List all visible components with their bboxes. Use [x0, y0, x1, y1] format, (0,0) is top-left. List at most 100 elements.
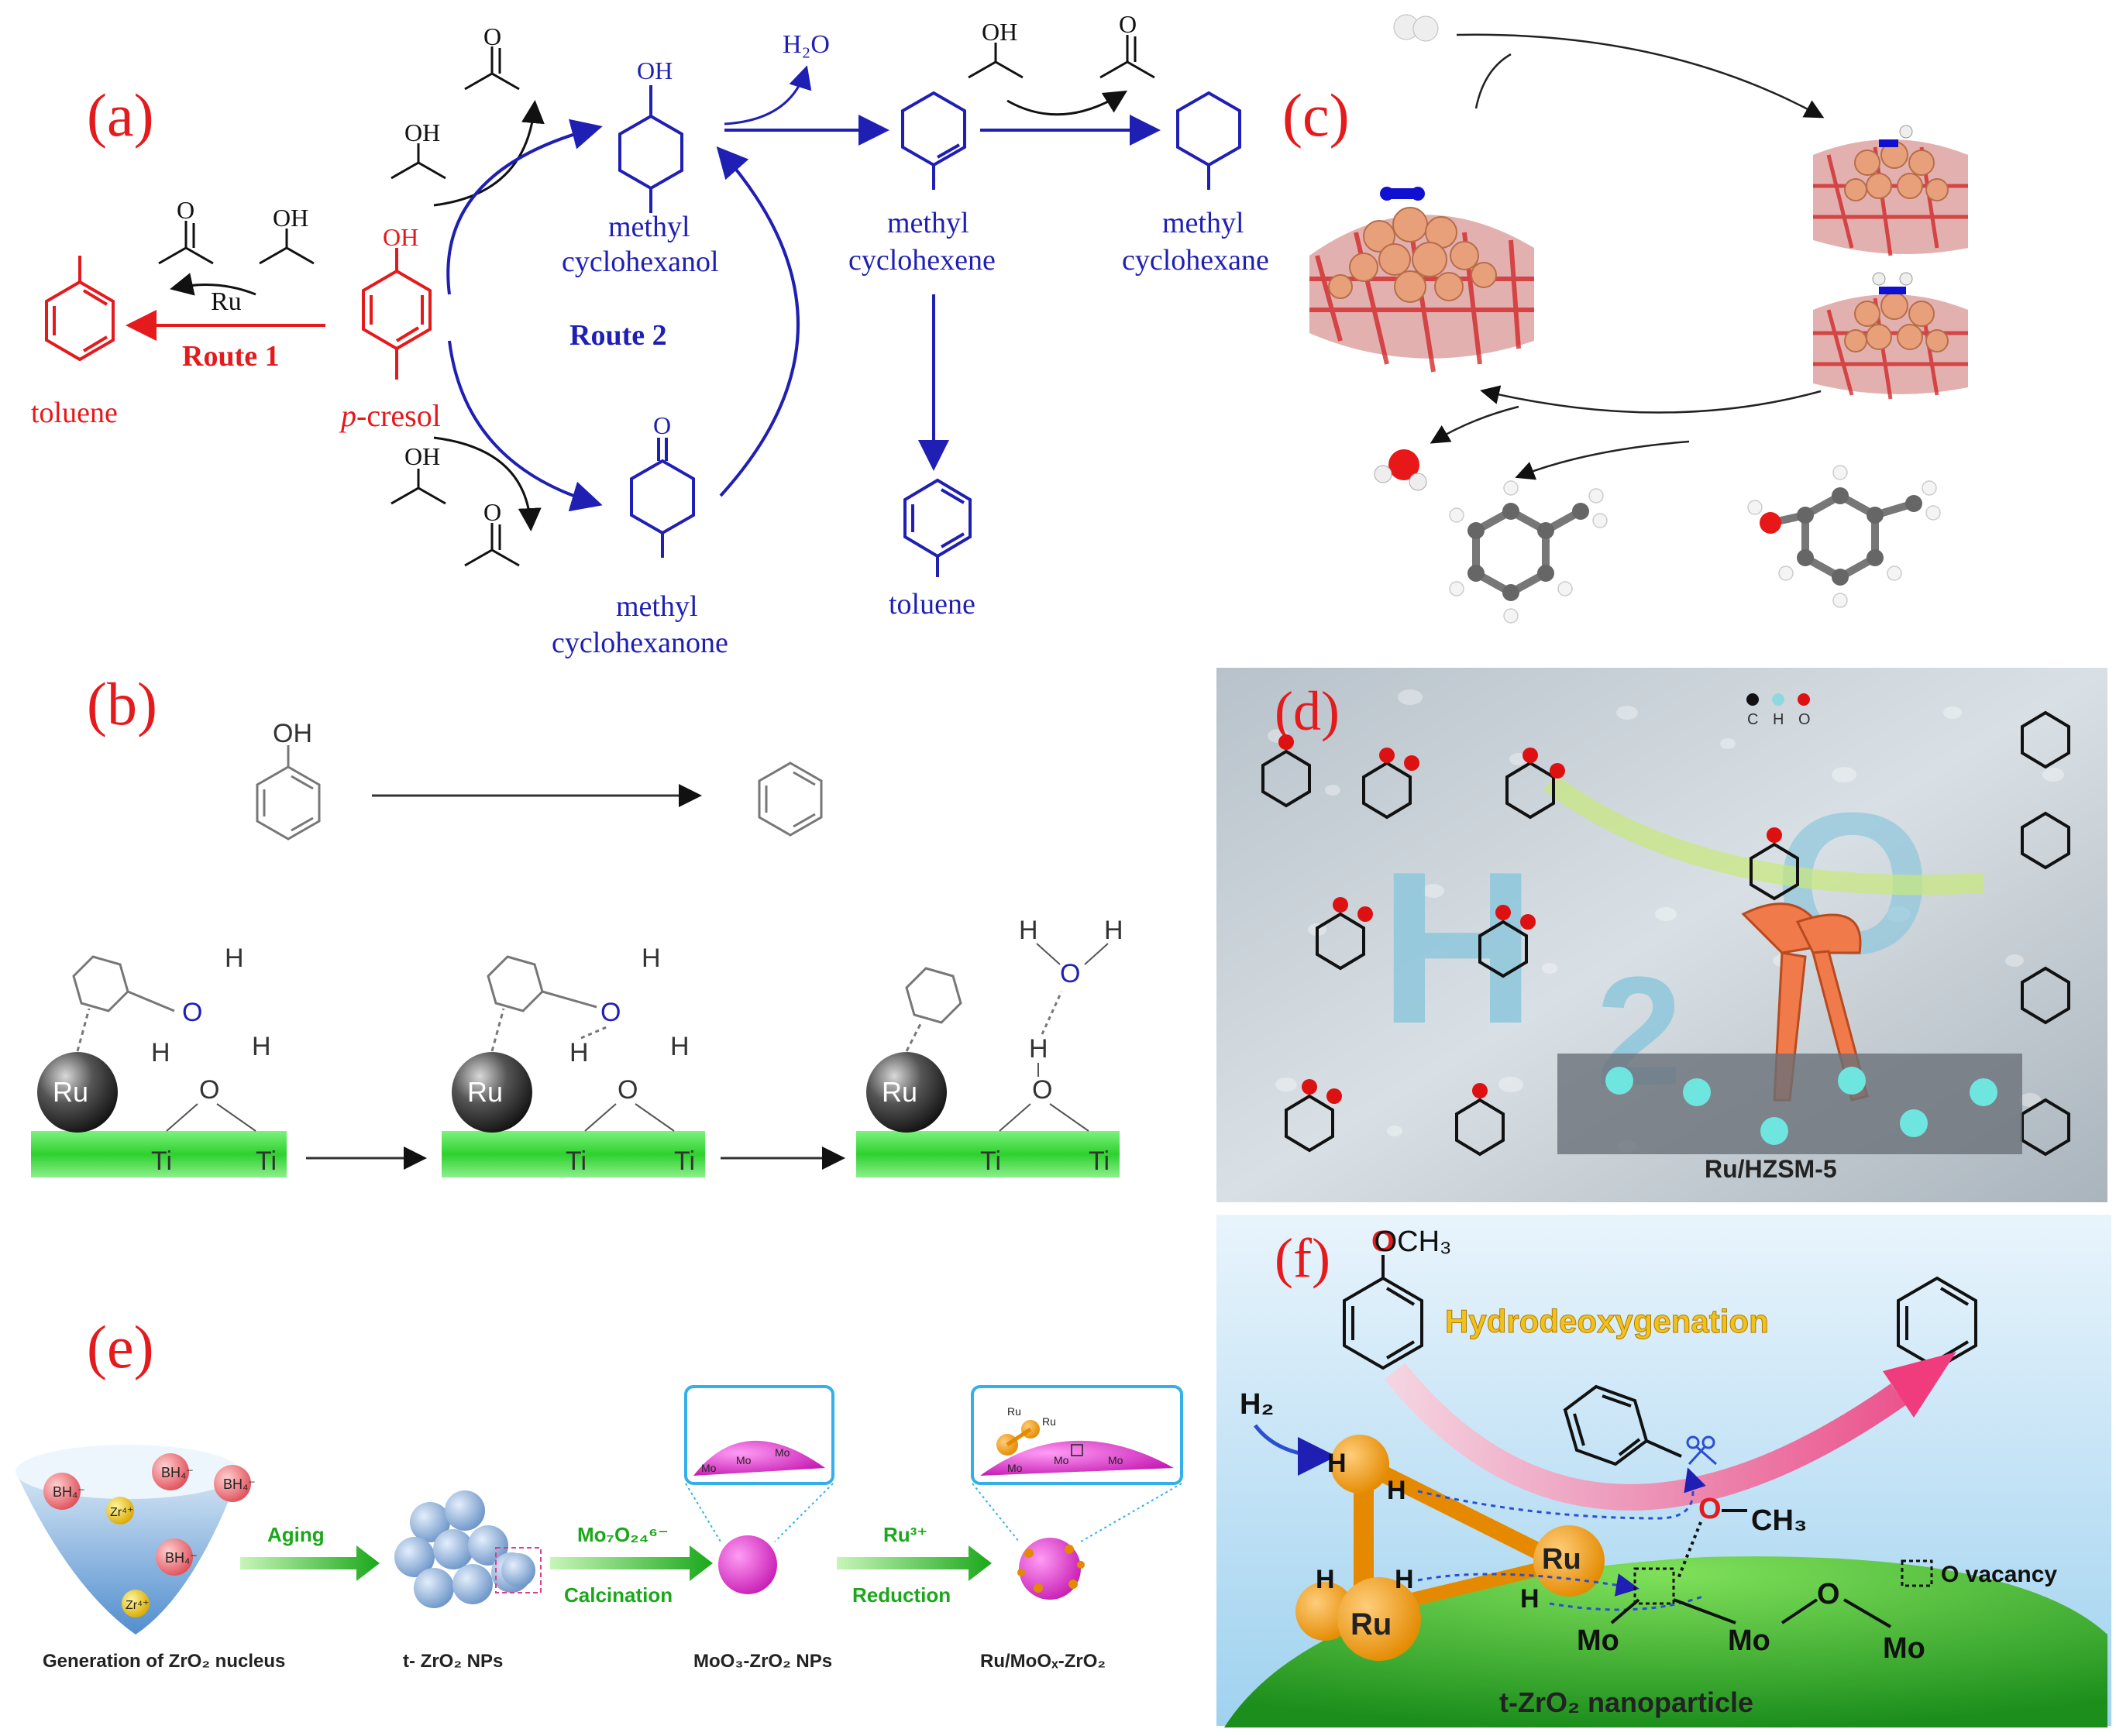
toluene-red-label: toluene	[31, 397, 118, 429]
methylcyclohexane-structure	[1176, 91, 1241, 190]
zro2-support	[1224, 1556, 2107, 1727]
methylcyclohexanone-label-1: methyl	[616, 590, 698, 623]
panel-d-label: (d)	[1275, 680, 1340, 742]
svg-text:H: H	[642, 944, 661, 973]
mechanism-step-3: Ru H H O H O Ti Ti	[856, 916, 1123, 1177]
toluene-blue-label: toluene	[889, 588, 975, 620]
svg-text:Ti: Ti	[151, 1146, 172, 1176]
panel-d: (d) H 2 O C H O	[1216, 668, 2107, 1202]
svg-text:Mo: Mo	[1007, 1462, 1023, 1474]
panel-d-streak	[1543, 774, 1984, 896]
legend-h: H	[1773, 711, 1784, 728]
panel-f: (f) OOCH₃ Hydrodeoxygenation t-ZrO₂ nano…	[1216, 1215, 2111, 1727]
benzene-structure	[758, 761, 823, 837]
t-zro2-nps	[394, 1490, 542, 1608]
ru-atom-right: Ru	[1542, 1543, 1581, 1576]
panel-a-label: (a)	[87, 81, 154, 149]
ru-cluster	[1295, 1435, 1605, 1661]
water-molecule	[1374, 449, 1427, 491]
isopropanol-bottom	[391, 469, 446, 505]
mo-atom-3: Mo	[1883, 1632, 1925, 1665]
reduction-label: Reduction	[852, 1583, 951, 1607]
svg-text:Mo: Mo	[736, 1454, 752, 1466]
svg-text:Ti: Ti	[980, 1146, 1001, 1176]
p-cresol-label: p-cresol	[339, 398, 441, 433]
p-cresol-ball-stick	[1747, 465, 1941, 608]
svg-text:O: O	[1060, 959, 1080, 988]
aging-label: Aging	[267, 1523, 325, 1546]
hdo-arrow	[1384, 1363, 1906, 1511]
oxygen-methoxy: O	[1698, 1493, 1722, 1525]
calcination-arrow	[550, 1545, 713, 1581]
toluene-ball-stick	[1449, 480, 1608, 624]
cycle-arrow-bottom	[1480, 385, 1822, 414]
svg-text:Ru: Ru	[882, 1076, 917, 1108]
svg-text:H: H	[151, 1038, 170, 1067]
mo-reagent-label: Mo₇O₂₄⁶⁻	[577, 1523, 669, 1546]
acetone-left	[158, 221, 214, 265]
mo-atom-2: Mo	[1728, 1624, 1770, 1657]
route2-arc-down	[448, 340, 603, 512]
acetone-bottom	[464, 523, 520, 567]
panel-b-label: (b)	[87, 670, 157, 737]
acetone-bottom-o: O	[483, 498, 501, 526]
oxygen-atoms	[1278, 734, 1782, 1104]
panel-e: (e) BH₄⁻ BH₄⁻ BH₄⁻ BH₄⁻ Zr⁴⁺ Zr⁴⁺ Genera…	[15, 1313, 1183, 1672]
methylcyclohexanol-label-1: methyl	[608, 211, 690, 243]
h-atom-1: H	[1327, 1449, 1347, 1478]
support-label: t-ZrO₂ nanoparticle	[1499, 1686, 1753, 1718]
toluene-out-arrow	[1515, 440, 1690, 480]
catalyst-surface-h-adsorbed	[1813, 125, 1968, 256]
svg-text:O: O	[618, 1075, 638, 1105]
caption-ru-moox: Ru/MoOₓ-ZrO₂	[980, 1651, 1106, 1672]
svg-text:Mo: Mo	[1054, 1454, 1069, 1466]
isopropanol-top	[391, 143, 446, 180]
panel-d-letter-h: H	[1379, 827, 1536, 1069]
methylcyclohexene-label-1: methyl	[887, 207, 969, 239]
calcination-label: Calcination	[564, 1583, 673, 1607]
route2-arc-up	[446, 119, 603, 295]
svg-text:Ru: Ru	[1042, 1415, 1056, 1428]
scissors-small-icon	[1686, 1435, 1717, 1466]
svg-text:Ti: Ti	[1089, 1146, 1110, 1176]
route2-label: Route 2	[569, 319, 667, 352]
isopropanol-top-oh: OH	[404, 119, 440, 146]
caption-t-zro2: t- ZrO₂ NPs	[403, 1651, 503, 1672]
legend-o: O	[1798, 711, 1811, 728]
mechanism-step-1: Ru O H H O H Ti Ti	[31, 944, 287, 1177]
svg-text:Ti: Ti	[674, 1146, 695, 1176]
o-vacancy-box	[1633, 1567, 1675, 1605]
lower-iso-arrow	[433, 436, 542, 531]
ru-label: Ru	[211, 287, 242, 316]
svg-text:Ru: Ru	[53, 1076, 88, 1108]
caption-moo3-zro2: MoO₃-ZrO₂ NPs	[693, 1651, 832, 1672]
isopropanol-left-oh: OH	[273, 204, 308, 232]
svg-text:Ti: Ti	[256, 1146, 277, 1176]
acetone-top	[464, 46, 520, 91]
methylcyclohexanone-label-2: cyclohexanone	[552, 627, 728, 659]
svg-text:BH₄⁻: BH₄⁻	[165, 1550, 198, 1566]
acetone-left-o: O	[177, 196, 194, 224]
anisole-structure	[1343, 1255, 1423, 1370]
methylcyclohexanol-label-2: cyclohexanol	[562, 246, 719, 278]
panel-a: (a) toluene Route 1 Ru O OH OH p-cresol …	[31, 10, 1269, 659]
panel-d-caption: Ru/HZSM-5	[1705, 1155, 1837, 1183]
methylcyclohexane-label-1: methyl	[1162, 207, 1244, 239]
svg-text:Mo: Mo	[775, 1446, 790, 1459]
h2-label: H₂	[1240, 1388, 1274, 1421]
reduction-arrow	[837, 1545, 992, 1581]
ru3-label: Ru³⁺	[883, 1523, 927, 1546]
h-atom-3: H	[1316, 1565, 1335, 1594]
p-cresol-oh: OH	[383, 223, 418, 251]
acetone-top-o: O	[483, 22, 501, 50]
svg-text:H: H	[1019, 916, 1038, 945]
methylcyclohexanol-structure	[618, 85, 683, 213]
phenol-structure	[256, 745, 321, 840]
ru-atom-large: Ru	[1350, 1607, 1392, 1641]
isopropanol-right	[968, 43, 1024, 79]
h2o-label: H₂O	[783, 30, 830, 59]
svg-text:O: O	[600, 998, 621, 1027]
phenol-oh: OH	[273, 719, 312, 748]
svg-text:H: H	[225, 944, 244, 973]
svg-text:H: H	[1104, 916, 1123, 945]
